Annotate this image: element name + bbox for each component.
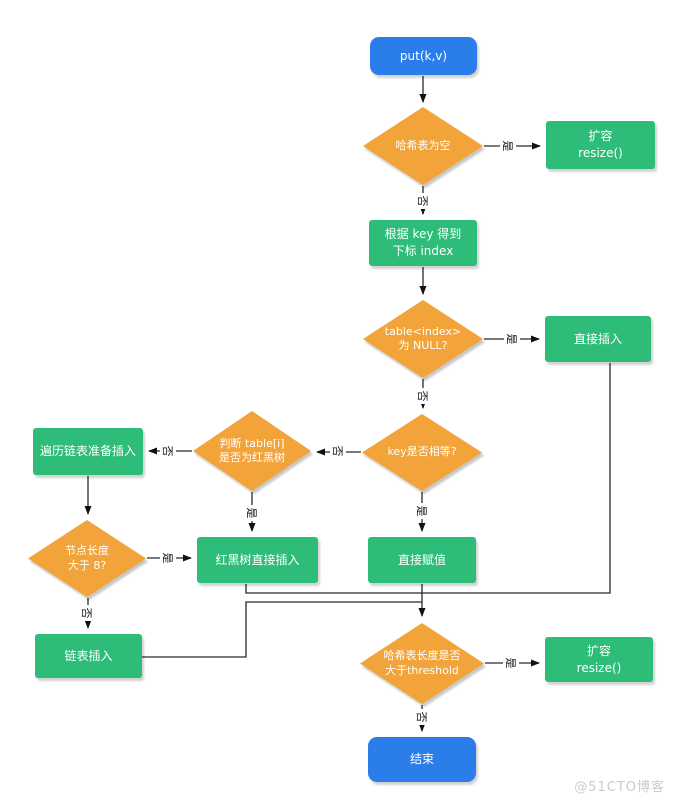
edge-label-no: 否	[330, 443, 346, 459]
process-resize-top: 扩容 resize()	[546, 121, 655, 169]
edge-rbtinsert-merge	[245, 584, 422, 594]
edge-label-no: 否	[79, 605, 95, 621]
edge-label-yes: 是	[414, 503, 430, 519]
process-calc-index: 根据 key 得到 下标 index	[369, 220, 477, 266]
edge-insert-merge	[422, 363, 611, 594]
edge-label-no: 否	[414, 709, 430, 725]
edge-listinsert-merge	[142, 601, 422, 658]
node-end: 结束	[368, 737, 476, 782]
process-resize-bottom: 扩容 resize()	[545, 637, 653, 682]
diamond-shape: key是否相等?	[362, 414, 482, 491]
diamond-shape: 哈希表为空	[363, 107, 483, 185]
decision-length-gt-threshold: 哈希表长度是否 大于threshold	[360, 623, 484, 704]
edge-label-yes: 是	[160, 550, 176, 566]
decision-hash-empty: 哈希表为空	[363, 107, 483, 185]
node-start-put: put(k,v)	[370, 37, 477, 75]
diamond-shape: 节点长度 大于 8?	[28, 520, 146, 597]
edge-label-no: 否	[415, 193, 431, 209]
process-traverse-list: 遍历链表准备插入	[33, 428, 143, 475]
diamond-shape: 哈希表长度是否 大于threshold	[360, 623, 484, 704]
decision-table-index-null: table<index> 为 NULL?	[363, 300, 483, 378]
edge-label-no: 否	[415, 388, 431, 404]
edge-label-yes: 是	[500, 138, 516, 154]
watermark-51cto: @51CTO博客	[574, 780, 665, 795]
decision-is-rbtree: 判断 table[i] 是否为红黑树	[193, 411, 311, 491]
decision-key-equal: key是否相等?	[362, 414, 482, 491]
decision-node-length-gt8: 节点长度 大于 8?	[28, 520, 146, 597]
process-list-insert: 链表插入	[35, 634, 142, 678]
edge-label-no: 否	[160, 443, 176, 459]
diamond-shape: table<index> 为 NULL?	[363, 300, 483, 378]
process-direct-assign: 直接赋值	[368, 537, 476, 583]
process-rbtree-insert: 红黑树直接插入	[197, 537, 318, 583]
diamond-shape: 判断 table[i] 是否为红黑树	[193, 411, 311, 491]
edge-label-yes: 是	[504, 331, 520, 347]
edge-label-yes: 是	[503, 655, 519, 671]
edge-label-yes: 是	[244, 505, 260, 521]
process-direct-insert: 直接插入	[545, 316, 651, 362]
